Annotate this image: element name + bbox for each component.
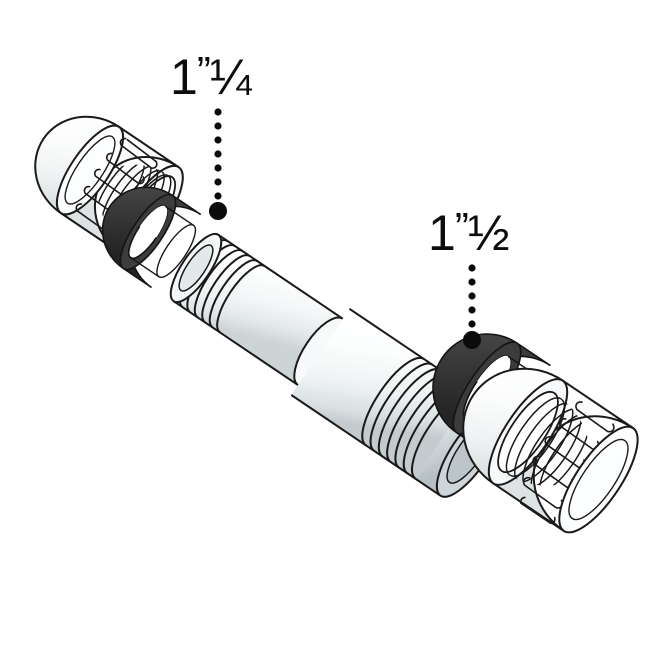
pipe-threads-large	[361, 356, 475, 480]
leader-dot	[214, 192, 222, 200]
leader-line-right	[463, 264, 481, 349]
part-gasket-left	[101, 186, 202, 289]
leader-dot	[468, 278, 476, 286]
gasket-far-bore-left	[156, 224, 197, 279]
pipe-small-outline	[173, 234, 344, 386]
pipe-small-bore	[178, 244, 214, 292]
label-left-fraction: ¼	[210, 49, 253, 105]
pipe-small-barrel	[173, 234, 343, 386]
nut-outer-rim-left	[64, 135, 116, 205]
knurl-slot	[126, 138, 157, 163]
nut-bore-right	[497, 390, 559, 474]
leader-dot	[468, 306, 476, 314]
leader-dot	[214, 122, 222, 130]
leader-dot	[214, 150, 222, 158]
leader-dot	[214, 136, 222, 144]
leader-line-left	[209, 108, 227, 220]
part-pipe-body	[169, 232, 504, 498]
leader-dot	[468, 320, 476, 328]
leader-dot	[214, 108, 222, 116]
leader-dot	[214, 178, 222, 186]
leader-dot	[468, 292, 476, 300]
leader-dot	[468, 264, 476, 272]
part-cap-nut-right	[462, 367, 639, 534]
leader-terminator	[209, 202, 227, 220]
gasket-bore-edges-left	[130, 205, 194, 278]
label-right-inch-mark: ”	[455, 204, 468, 251]
knurl-slot	[119, 137, 158, 169]
label-left-inch-mark: ”	[197, 48, 210, 95]
leader-terminator	[463, 331, 481, 349]
knurl-slot	[575, 401, 615, 433]
knurl-slot	[106, 152, 145, 185]
nut-outer-face-right	[558, 425, 639, 534]
label-right-whole: 1	[428, 205, 455, 261]
label-right-fraction: ½	[468, 205, 509, 261]
label-left-whole: 1	[170, 49, 197, 105]
leader-dot	[214, 164, 222, 172]
label-size-right: 1”½	[428, 204, 509, 261]
pipe-large-barrel	[291, 308, 474, 479]
knurl-slot	[519, 496, 556, 525]
nut-outer-rim-right	[568, 438, 629, 521]
nut-outer-face-left	[55, 124, 125, 216]
label-size-left: 1”¼	[170, 48, 253, 105]
